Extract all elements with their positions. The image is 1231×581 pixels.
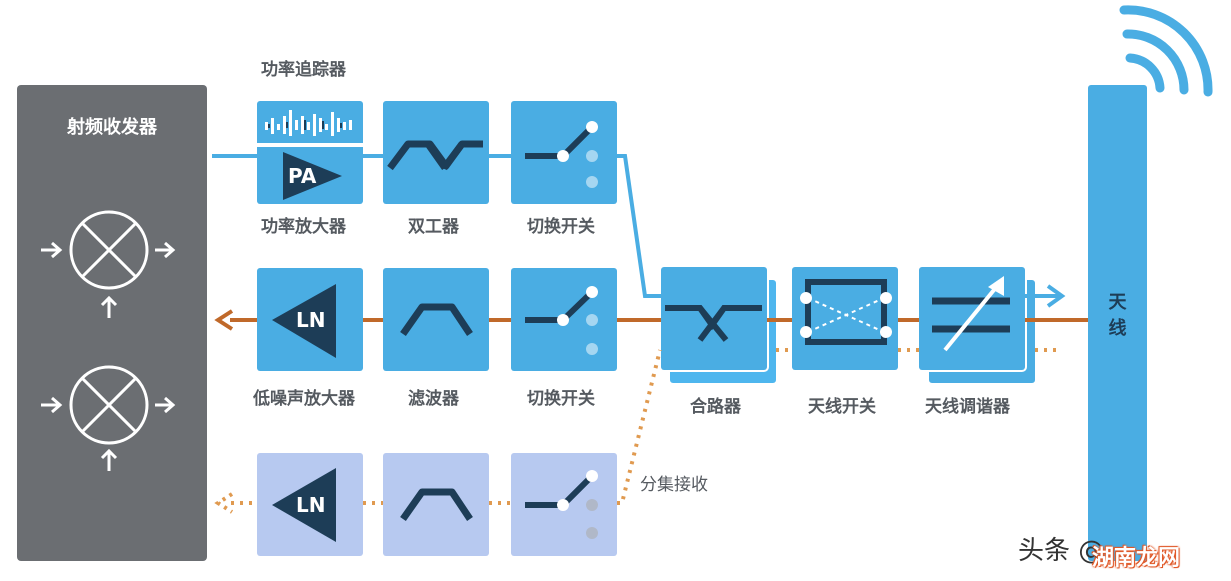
pa-text: PA — [288, 164, 317, 188]
rx-switch-icon — [525, 286, 598, 355]
rf-transceiver-block: 射频收发器 — [17, 85, 207, 561]
rx-out-arrow — [214, 309, 234, 331]
diversity-switch-icon — [525, 470, 598, 539]
diversity-out-arrow — [214, 492, 234, 514]
diversity-filter-block — [383, 453, 489, 556]
pa-triangle-icon — [283, 152, 342, 200]
wireless-signal-icon — [1119, 5, 1213, 97]
lna-triangle-icon — [272, 284, 336, 358]
duplexer-label: 双工器 — [408, 217, 459, 237]
diversity-signal-line — [231, 348, 1060, 505]
filter-block — [383, 268, 489, 371]
antenna-block: 天线 — [1088, 85, 1147, 561]
tracker-divider — [257, 143, 363, 147]
power-tracker-waveform-dark — [268, 120, 342, 130]
lna-text: LN — [296, 308, 326, 332]
transceiver-label: 射频收发器 — [67, 117, 157, 138]
tx-switch-icon — [525, 121, 598, 188]
antenna-label: 天线 — [1088, 290, 1147, 342]
power-tracker-label: 功率追踪器 — [261, 60, 346, 80]
tx-out-arrow — [1046, 284, 1066, 308]
diversity-lna-triangle-icon — [272, 468, 336, 542]
antenna-switch-label: 天线开关 — [808, 397, 876, 417]
filter-label: 滤波器 — [408, 389, 459, 409]
combiner-label: 合路器 — [690, 397, 741, 417]
power-amplifier-label: 功率放大器 — [261, 217, 346, 237]
antenna-label-text: 天线 — [1108, 292, 1127, 339]
filter-icon — [400, 303, 473, 337]
diversity-lna-text: LN — [296, 493, 326, 517]
diversity-rx-label: 分集接收 — [640, 475, 708, 495]
mixer-upper-icon — [41, 210, 176, 318]
tx-switch-label: 切换开关 — [527, 217, 595, 237]
antenna-tuner-label: 天线调谐器 — [925, 397, 1010, 417]
mixer-lower-icon — [41, 365, 176, 471]
antenna-switch-icon — [800, 279, 892, 345]
power-tracker-waveform — [265, 110, 352, 136]
tx-signal-line — [212, 154, 661, 298]
watermark-site: 湖南龙网 — [1092, 546, 1181, 571]
diversity-filter-icon — [400, 488, 473, 522]
lna-label: 低噪声放大器 — [253, 389, 355, 409]
rx-switch-label: 切换开关 — [527, 389, 595, 409]
antenna-tuner-icon — [932, 276, 1010, 352]
watermark-source: 头条 @ — [1018, 536, 1105, 566]
